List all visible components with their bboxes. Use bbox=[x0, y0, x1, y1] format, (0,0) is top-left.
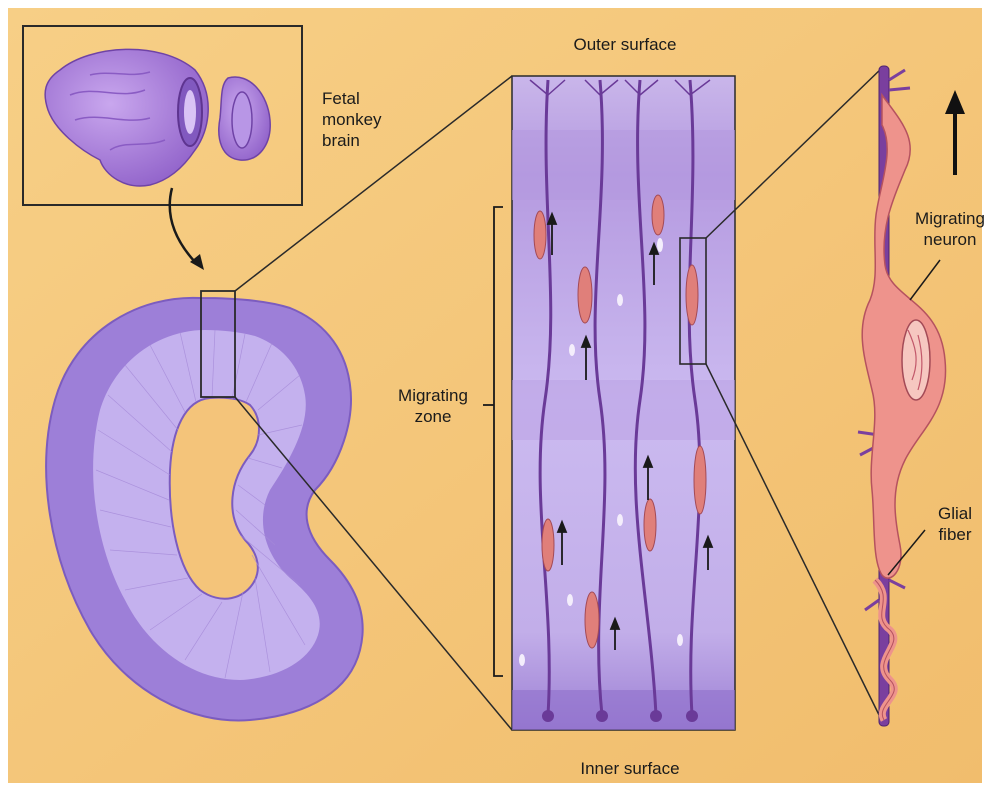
label-fetal-brain: Fetal monkey brain bbox=[322, 88, 382, 151]
label-migrating-zone: Migrating zone bbox=[378, 385, 488, 427]
label-outer-surface: Outer surface bbox=[540, 34, 710, 55]
label-migrating-neuron: Migrating neuron bbox=[895, 208, 990, 250]
label-inner-surface: Inner surface bbox=[545, 758, 715, 779]
cortical-column bbox=[512, 76, 735, 730]
label-glial-fiber: Glial fiber bbox=[925, 503, 985, 545]
